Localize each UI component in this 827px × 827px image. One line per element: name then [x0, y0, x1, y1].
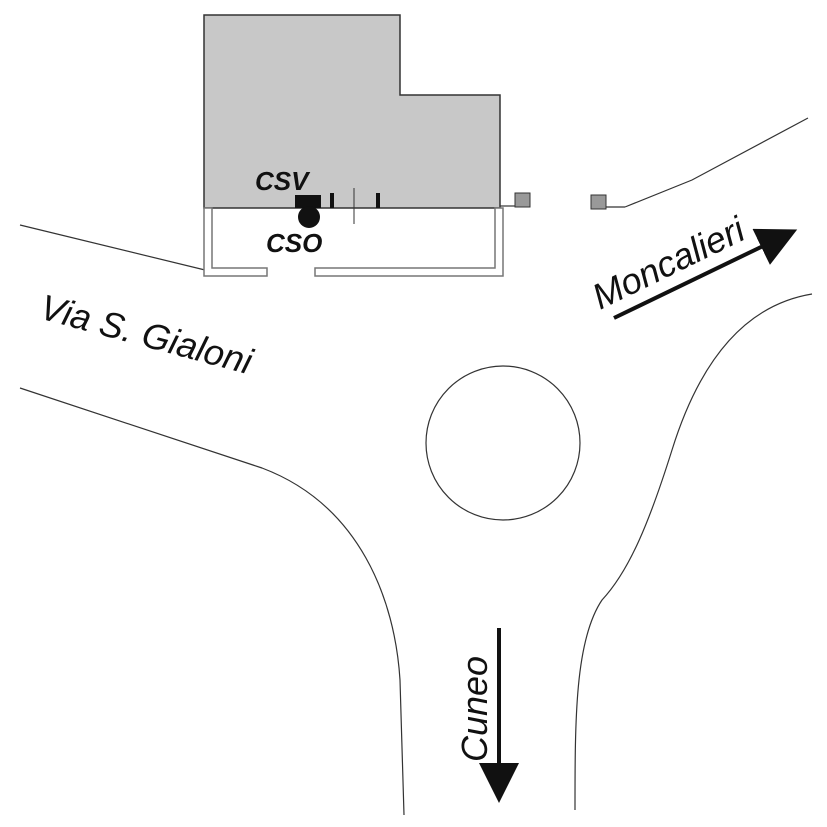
- enclosure-wall: [203, 207, 268, 277]
- road-edge-south-west: [19, 387, 405, 816]
- small-box: [590, 194, 607, 210]
- building: [203, 14, 501, 209]
- instrument-tick: [330, 193, 334, 208]
- road-edge-south-east: [574, 293, 813, 811]
- arrow-moncalieri-icon: [613, 228, 798, 320]
- instrument-tick: [376, 193, 380, 208]
- station-label-csv: CSV: [255, 166, 311, 196]
- csv-marker-icon: [295, 195, 321, 208]
- road-edge-north-west: [19, 224, 206, 271]
- small-box: [514, 192, 531, 208]
- station-label-cso: CSO: [266, 228, 322, 258]
- road-label-via-s-gialoni: Via S. Gialoni: [36, 286, 258, 382]
- enclosure-wall: [314, 207, 504, 277]
- direction-label-cuneo: Cuneo: [454, 656, 495, 762]
- cso-marker-icon: [298, 206, 320, 228]
- roundabout: [425, 365, 581, 521]
- road-edge-north-east: [624, 117, 809, 208]
